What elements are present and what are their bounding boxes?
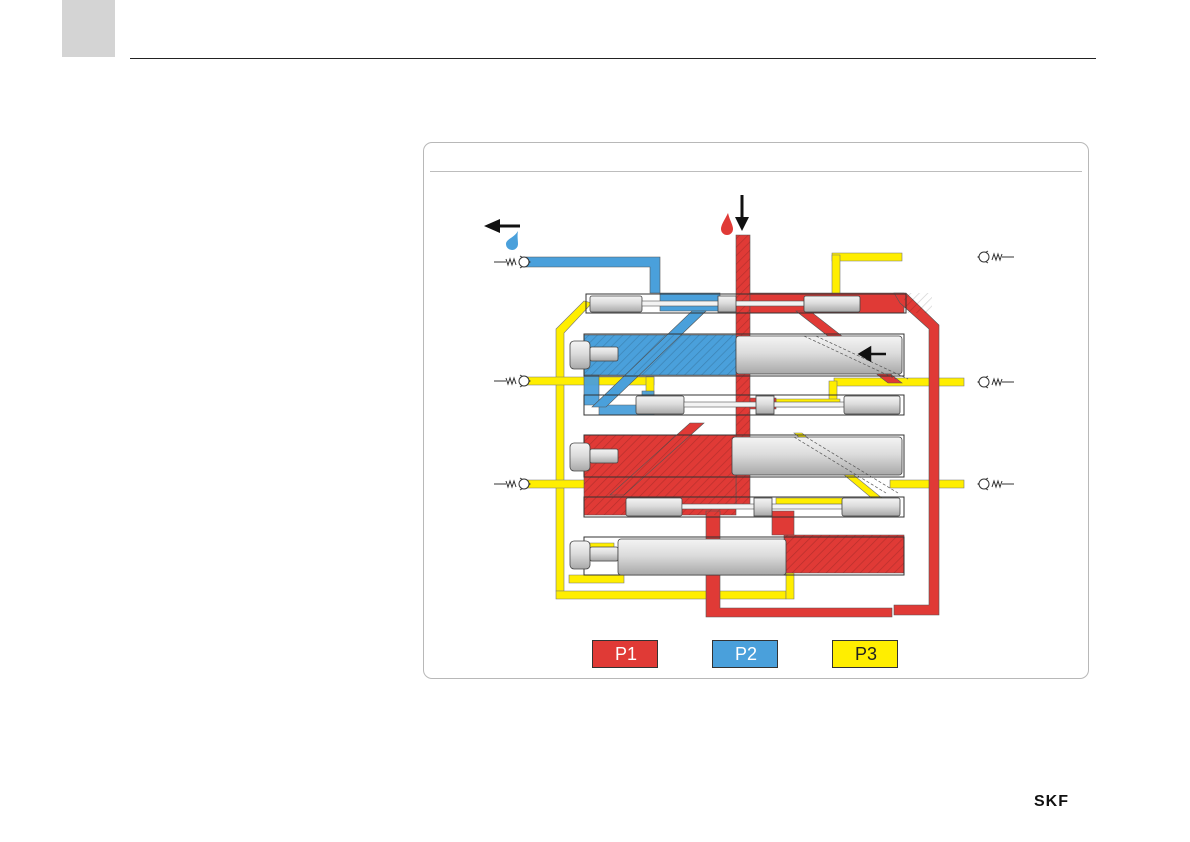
skf-logo: SKF [1034, 793, 1094, 807]
arrow-down-icon [735, 195, 749, 231]
header-rule [130, 58, 1096, 59]
legend-p2: P2 [712, 640, 778, 668]
page-tab [62, 0, 115, 57]
red-drop-icon [721, 213, 733, 235]
legend-p1: P1 [592, 640, 658, 668]
arrow-left-icon [484, 219, 520, 233]
svg-text:SKF: SKF [1034, 793, 1069, 807]
distributor-diagram [424, 143, 1088, 678]
blue-drop-icon [506, 231, 518, 250]
figure-frame: P1 P2 P3 [423, 142, 1089, 679]
legend-p3: P3 [832, 640, 898, 668]
